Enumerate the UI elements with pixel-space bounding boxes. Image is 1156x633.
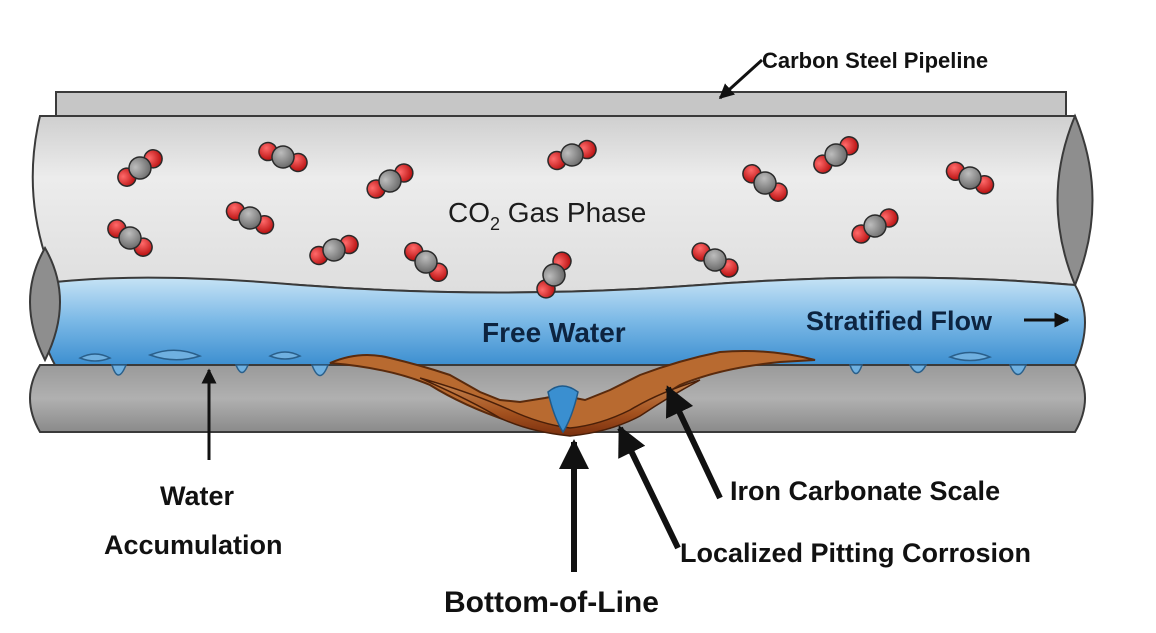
co2-molecule xyxy=(309,234,359,266)
carbon-atom xyxy=(118,226,142,250)
bottom-of-line-label: Bottom-of-Line xyxy=(444,586,659,619)
stratified-flow-label: Stratified Flow xyxy=(806,306,993,336)
pitting-arrow xyxy=(617,425,681,550)
co2-molecule xyxy=(691,242,739,278)
carbon-atom xyxy=(378,169,402,193)
pipe-end-cap-left xyxy=(29,245,61,363)
co2-molecule xyxy=(107,219,153,257)
co2-molecule xyxy=(117,149,163,187)
carbon-atom xyxy=(958,166,982,190)
pit-cavity xyxy=(419,377,701,437)
gas-phase-subscript: 2 xyxy=(490,214,500,234)
pipeline-arrow xyxy=(718,58,764,100)
carbon-atom xyxy=(322,238,346,262)
pipeline-label: Carbon Steel Pipeline xyxy=(762,48,988,73)
carbon-atom xyxy=(238,206,262,230)
co2-molecule xyxy=(225,201,275,235)
pitting-label: Localized Pitting Corrosion xyxy=(680,538,1031,568)
co2-molecule xyxy=(536,251,572,299)
gas-phase-prefix: CO xyxy=(448,197,490,228)
carbon-atom xyxy=(863,214,887,238)
iron-carbonate-label: Iron Carbonate Scale xyxy=(730,476,1000,506)
co2-molecule xyxy=(258,141,308,173)
free-water-label: Free Water xyxy=(482,317,626,348)
water-accumulation-label-line1: Water xyxy=(160,481,235,511)
gas-phase-suffix: Gas Phase xyxy=(500,197,646,228)
carbon-atom xyxy=(414,250,438,274)
iron-carbonate-scale xyxy=(329,350,816,434)
carbon-atom xyxy=(753,171,777,195)
co2-molecule xyxy=(851,208,899,244)
gas-phase-label: CO2 Gas Phase xyxy=(448,197,646,234)
co2-molecule xyxy=(366,163,414,199)
co2-molecule xyxy=(945,161,995,195)
co2-molecule xyxy=(742,164,788,202)
carbon-atom xyxy=(542,263,566,287)
carbon-atom xyxy=(703,248,727,272)
co2-molecule xyxy=(547,139,597,171)
pit-water-tip xyxy=(547,385,579,434)
water-accumulation-label-line2: Accumulation xyxy=(104,530,283,560)
carbon-atom xyxy=(271,145,295,169)
co2-molecules xyxy=(107,136,995,299)
carbon-atom xyxy=(128,156,152,180)
pipe-top-strip xyxy=(55,91,1067,117)
free-water-region xyxy=(41,276,1086,366)
carbon-atom xyxy=(560,143,584,167)
co2-molecule xyxy=(813,136,859,174)
iron-carbonate-arrow xyxy=(665,385,723,500)
carbon-atom xyxy=(824,143,848,167)
water-droplets xyxy=(78,349,1028,377)
co2-molecule xyxy=(403,241,449,283)
